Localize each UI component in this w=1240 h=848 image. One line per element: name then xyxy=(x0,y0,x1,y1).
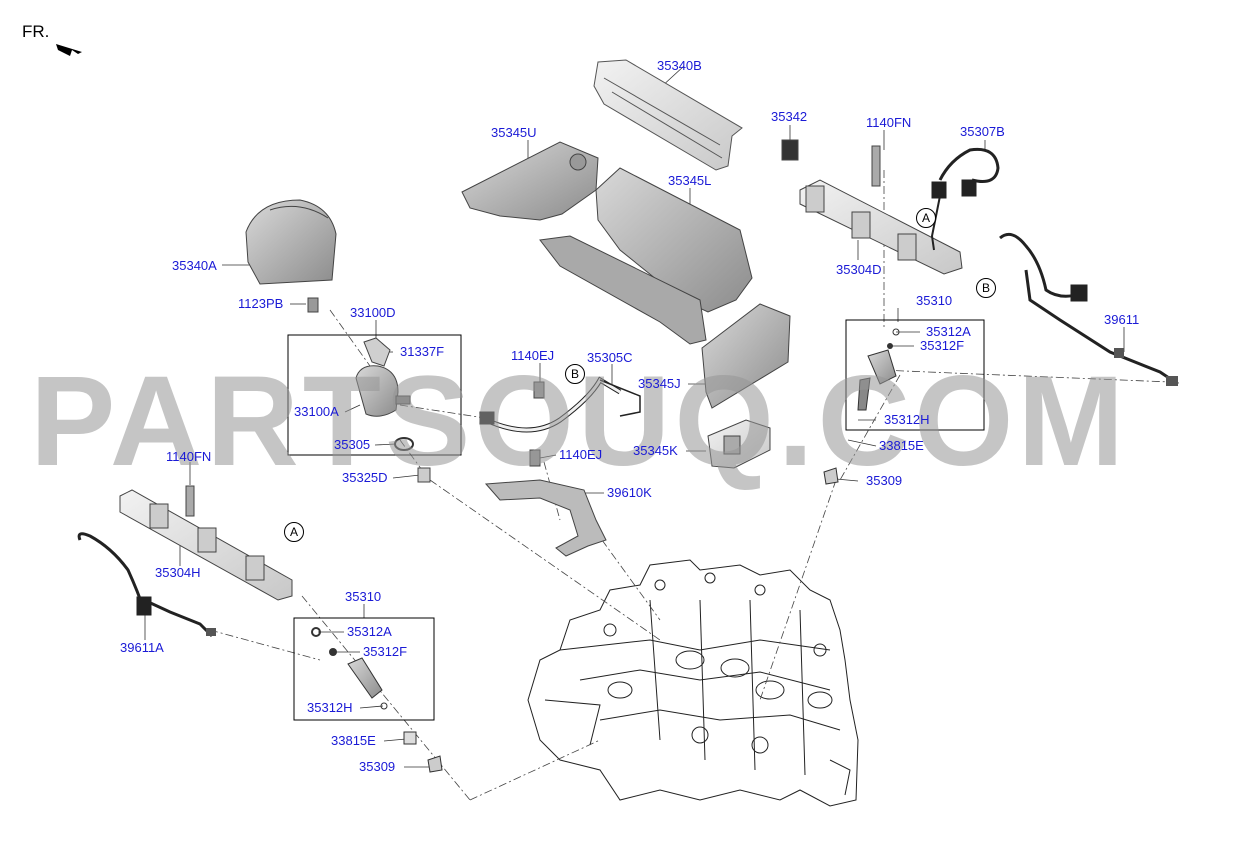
part-label-1140fn-top[interactable]: 1140FN xyxy=(866,115,912,130)
assembly-axis-lines xyxy=(209,170,1171,801)
part-label-33815e-left[interactable]: 33815E xyxy=(331,733,376,748)
cap-35340A xyxy=(245,199,337,285)
part-label-33815e-right[interactable]: 33815E xyxy=(879,438,924,453)
marker-a-left: A xyxy=(284,522,304,542)
part-label-31337f[interactable]: 31337F xyxy=(400,344,445,359)
part-label-35340a[interactable]: 35340A xyxy=(172,258,217,273)
part-label-35345l[interactable]: 35345L xyxy=(668,173,712,188)
part-label-1123pb[interactable]: 1123PB xyxy=(238,296,284,311)
fuel-rail-35304H xyxy=(119,485,293,601)
part-label-39610k[interactable]: 39610K xyxy=(607,485,652,500)
part-label-35312f-right[interactable]: 35312F xyxy=(920,338,965,353)
wiring-harness-39611A xyxy=(77,532,216,638)
part-label-35312a-left[interactable]: 35312A xyxy=(347,624,392,639)
part-label-33100a[interactable]: 33100A xyxy=(294,404,339,419)
part-label-35304d[interactable]: 35304D xyxy=(836,262,882,277)
part-label-35345j[interactable]: 35345J xyxy=(638,376,681,391)
part-label-1140ej-mid[interactable]: 1140EJ xyxy=(559,447,603,462)
leader-lines xyxy=(144,65,1125,768)
part-label-35310-left[interactable]: 35310 xyxy=(345,589,382,604)
engine-cover-upper-b xyxy=(593,59,743,171)
part-label-35342[interactable]: 35342 xyxy=(771,109,808,124)
injector-box-right xyxy=(845,319,985,431)
bolt-1140EJ-upper xyxy=(533,381,545,399)
marker-b-right: B xyxy=(976,278,996,298)
engine-block xyxy=(527,559,859,807)
bolt-1123PB xyxy=(307,297,319,313)
part-label-35312f-left[interactable]: 35312F xyxy=(363,644,408,659)
injector-box-left xyxy=(293,617,435,721)
part-label-35312a-right[interactable]: 35312A xyxy=(926,324,971,339)
part-label-1140ej-top[interactable]: 1140EJ xyxy=(511,348,555,363)
clip-35309-right xyxy=(823,467,839,485)
o-ring-35305 xyxy=(394,437,414,451)
seal-35325D xyxy=(417,467,431,483)
part-label-35305c[interactable]: 35305C xyxy=(587,350,633,365)
part-label-39611a[interactable]: 39611A xyxy=(120,640,164,655)
part-label-35340b[interactable]: 35340B xyxy=(657,58,702,73)
front-direction-label: FR. xyxy=(22,22,50,41)
part-label-35309-left[interactable]: 35309 xyxy=(359,759,396,774)
part-label-35305[interactable]: 35305 xyxy=(334,437,371,452)
engine-cover-35345J xyxy=(701,303,791,409)
engine-cover-35345U xyxy=(461,141,599,221)
clip-35309-left xyxy=(427,755,443,773)
part-label-1140fn-left[interactable]: 1140FN xyxy=(166,449,212,464)
part-label-35304h[interactable]: 35304H xyxy=(155,565,201,580)
part-label-35325d[interactable]: 35325D xyxy=(342,470,388,485)
marker-a-right: A xyxy=(916,208,936,228)
part-label-35310-right[interactable]: 35310 xyxy=(916,293,953,308)
seal-33815E-left xyxy=(403,731,417,745)
part-label-35312h-left[interactable]: 35312H xyxy=(307,700,353,715)
bolt-1140EJ-lower xyxy=(529,449,541,467)
part-label-39611[interactable]: 39611 xyxy=(1104,312,1140,327)
part-label-35307b[interactable]: 35307B xyxy=(960,124,1005,139)
part-label-35312h-right[interactable]: 35312H xyxy=(884,412,930,427)
fuel-tube-35305C xyxy=(479,376,641,433)
wiring-harness-39611 xyxy=(999,232,1179,386)
bracket-39610K xyxy=(484,479,607,557)
part-label-35345k[interactable]: 35345K xyxy=(633,443,678,458)
marker-b-tube: B xyxy=(565,364,585,384)
fuel-pump-box xyxy=(287,334,462,456)
fuel-rail-35304D xyxy=(781,139,963,275)
front-direction-arrow-icon xyxy=(56,44,82,56)
part-label-33100d[interactable]: 33100D xyxy=(350,305,396,320)
engine-cover-35345L xyxy=(539,167,753,345)
bracket-35345K xyxy=(707,419,771,469)
fuel-line-35307B xyxy=(930,147,1000,251)
part-label-35309-right[interactable]: 35309 xyxy=(866,473,903,488)
part-label-35345u[interactable]: 35345U xyxy=(491,125,537,140)
